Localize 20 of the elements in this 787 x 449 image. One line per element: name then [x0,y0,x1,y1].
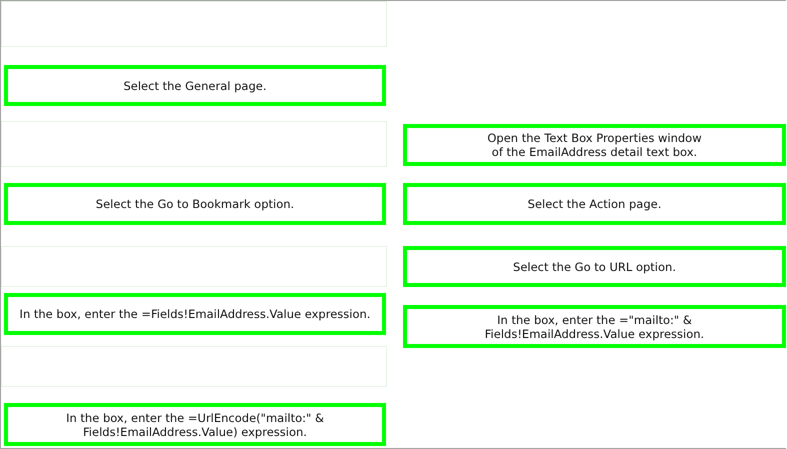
answer-box [4,293,386,335]
empty-slot [1,346,387,387]
answer-text: Open the Text Box Properties window of the EmailAddress detail text box. [487,131,702,159]
answer-box [403,183,786,225]
empty-slot [1,246,387,287]
empty-slot [1,121,387,167]
answer-box [4,65,386,106]
answer-text: Select the General page. [123,78,266,92]
answer-box [403,246,786,287]
answer-box [4,403,386,446]
answer-box [4,183,386,225]
answer-box [403,124,786,166]
answer-text: Select the Go to Bookmark option. [96,197,294,211]
answer-text: In the box, enter the =UrlEncode("mailto:" & Fields!EmailAddress.Value) expression. [65,410,325,438]
empty-slot [1,1,387,47]
answer-text: In the box, enter the ="mailto:" & Fields!EmailAddress.Value expression. [484,312,706,340]
answer-text: Select the Go to URL option. [513,260,676,274]
answer-box [403,305,786,348]
answer-text: In the box, enter the =Fields!EmailAddress.Value expression. [20,307,370,321]
answer-text: Select the Action page. [528,197,662,211]
